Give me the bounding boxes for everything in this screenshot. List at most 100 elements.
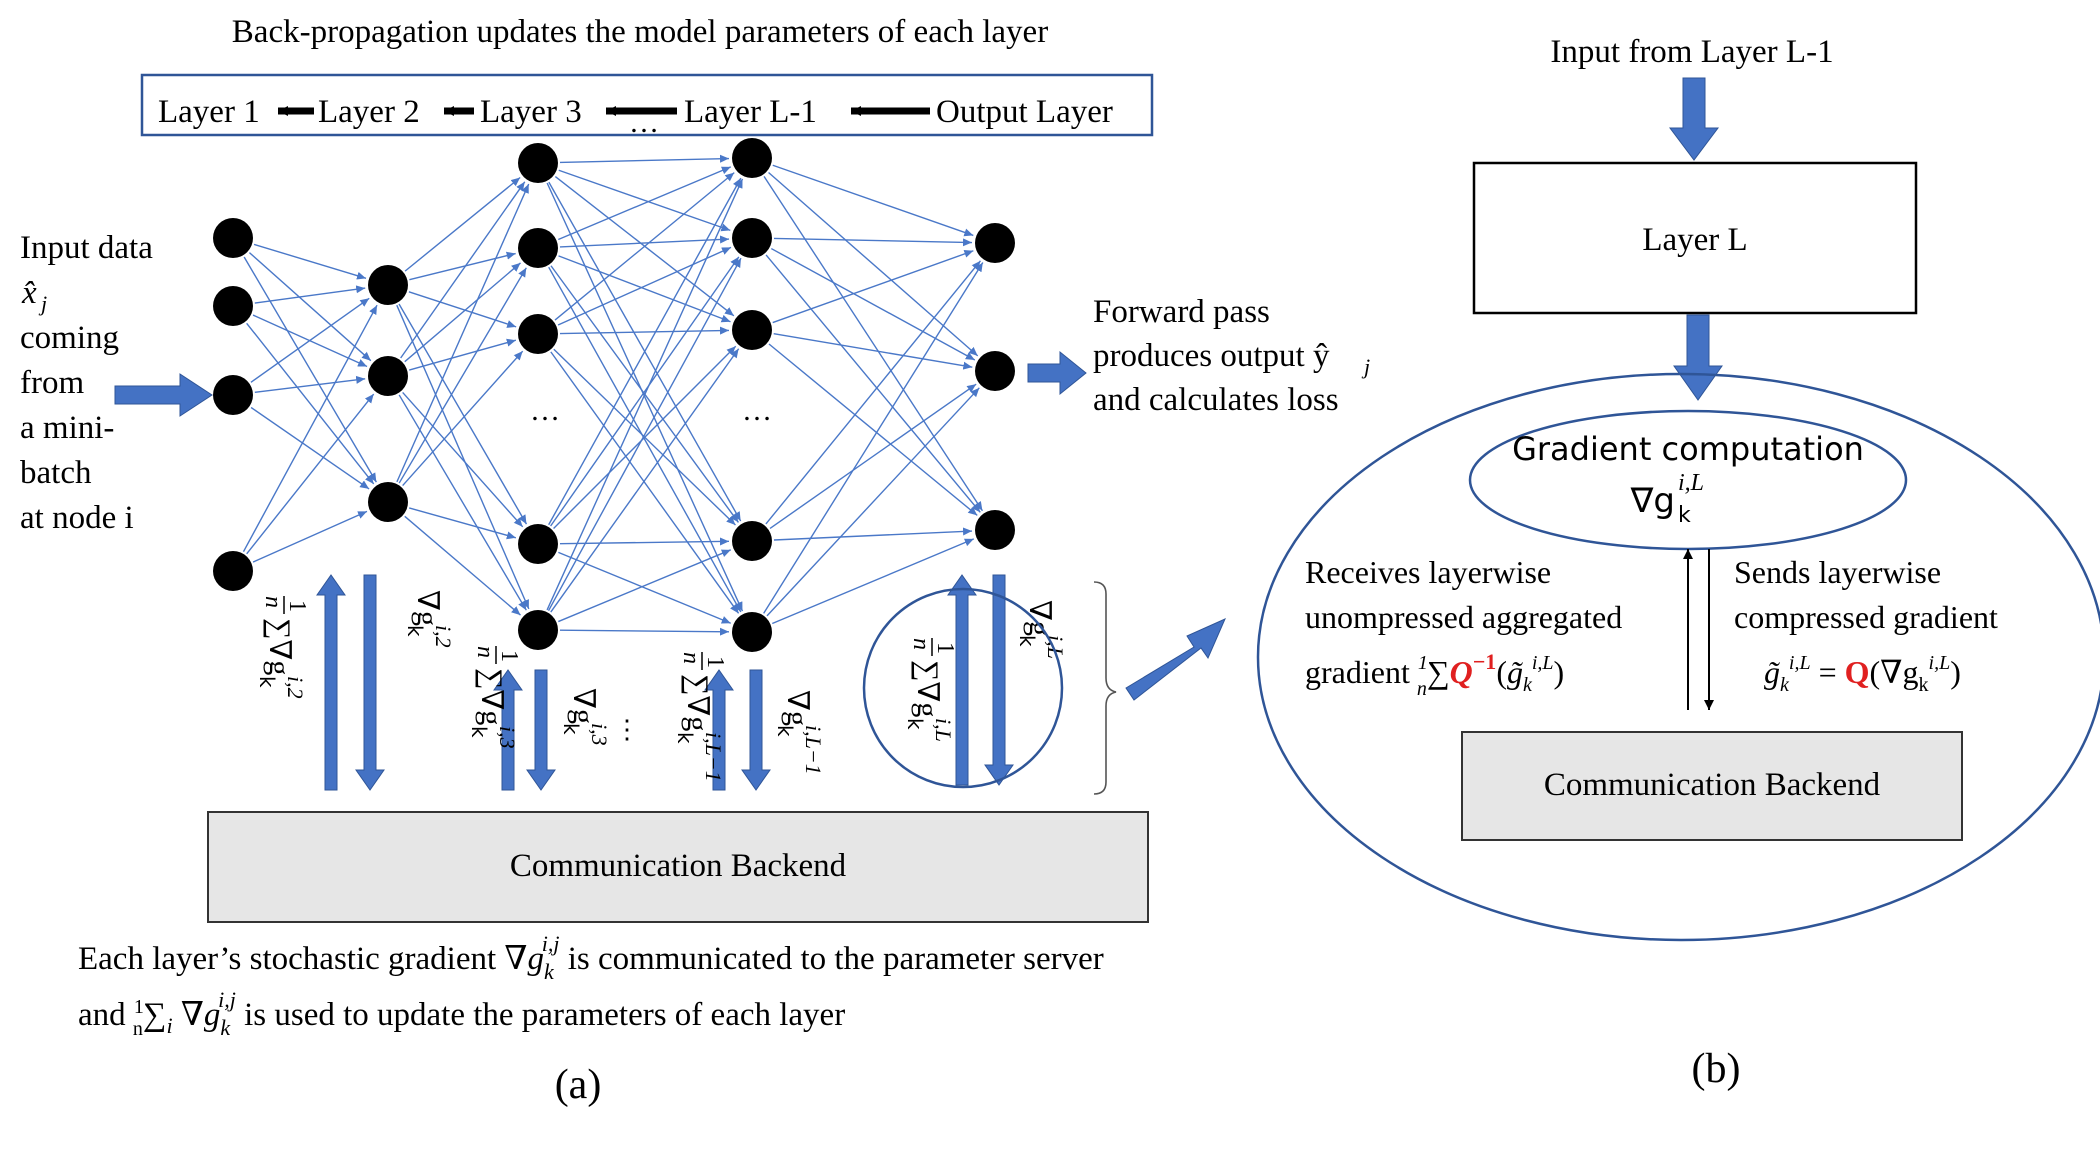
gradient-computation-title: Gradient computation: [1512, 430, 1864, 468]
svg-text:i,3: i,3: [495, 726, 520, 749]
grad-arrow-3: [526, 669, 556, 791]
input-description: Input data x̂ j coming from a mini- batc…: [20, 230, 153, 536]
layer-l-box: [1472, 161, 1918, 315]
panel-b: Input from Layer L-1 Layer L Gradient co…: [1256, 34, 2100, 1092]
network-edge: [548, 266, 742, 613]
svg-text:j: j: [1361, 354, 1370, 379]
network-edge: [773, 237, 973, 247]
svg-text:i,2: i,2: [431, 625, 456, 648]
svg-text:Input data: Input data: [20, 230, 153, 266]
network-edge: [400, 181, 526, 359]
network-edge: [763, 262, 984, 614]
layer-l-highlight-circle: [862, 587, 1064, 789]
network-edge: [398, 303, 528, 525]
neuron-node: [368, 265, 408, 305]
network-edge: [550, 256, 740, 527]
grad-label-3: ∇g k i,3: [559, 688, 612, 746]
neuron-node: [518, 610, 558, 650]
neuron-node: [975, 351, 1015, 391]
network-edge: [559, 627, 730, 636]
network-edge: [559, 235, 730, 248]
gradient-symbol: ∇g k i,L: [1630, 470, 1704, 528]
svg-text:batch: batch: [20, 455, 92, 491]
network-edge: [404, 176, 521, 272]
network-edge: [558, 166, 732, 241]
network-edge: [550, 351, 740, 614]
neuron-node: [732, 521, 772, 561]
network-nodes: [213, 138, 1015, 652]
network-edge: [558, 551, 731, 624]
network-edge: [396, 183, 530, 483]
avg-grad-arrow-l: [947, 574, 977, 786]
neuron-node: [518, 524, 558, 564]
svg-text:i,2: i,2: [283, 676, 308, 699]
svg-text:g̃ki,L = Q(∇gki,L): g̃ki,L = Q(∇gki,L): [1764, 652, 1961, 696]
svg-text:∇g: ∇g: [1023, 600, 1056, 636]
panel-a-label: (a): [555, 1062, 602, 1108]
communication-backend-a-label: Communication Backend: [510, 848, 847, 884]
zoom-arrow: [1125, 618, 1226, 701]
network-edge: [248, 252, 372, 362]
network-edge: [253, 243, 367, 280]
svg-text:1: 1: [702, 656, 728, 668]
svg-text:1: 1: [496, 650, 522, 662]
svg-text:Each layer’s stochastic gradie: Each layer’s stochastic gradient ∇gki,j …: [78, 931, 1104, 984]
avg-grad-label-l1: 1 n ∑∇g k i,L−1: [673, 652, 728, 782]
svg-text:∑∇g: ∑∇g: [263, 618, 296, 675]
avg-grad-arrow-3: [493, 669, 523, 791]
network-edge: [772, 250, 974, 324]
svg-text:k: k: [467, 726, 491, 738]
network-edge: [398, 267, 527, 484]
network-edge: [246, 393, 375, 555]
svg-text:produces output ŷ: produces output ŷ: [1093, 338, 1330, 374]
svg-text:from: from: [20, 365, 84, 401]
network-edge: [766, 387, 980, 617]
avg-grad-label-3: 1 n ∑∇g k i,3: [467, 646, 522, 749]
svg-text:k: k: [1015, 635, 1039, 647]
network-edge: [772, 538, 975, 625]
network-edge: [408, 338, 517, 371]
network-edge: [550, 348, 740, 613]
network-edge: [409, 251, 516, 281]
sends-description: Sends layerwise compressed gradient g̃ki…: [1734, 554, 1998, 696]
layer-1-label: Layer 1: [158, 94, 260, 130]
svg-text:∇g: ∇g: [567, 688, 600, 724]
avg-grad-arrow-2: [316, 574, 346, 791]
network-edge: [553, 345, 737, 529]
neuron-node: [518, 143, 558, 183]
network-edge: [773, 527, 973, 541]
network-edge: [398, 394, 527, 611]
neuron-node: [213, 218, 253, 258]
backprop-box: [140, 73, 1154, 137]
network-edge: [559, 154, 730, 164]
network-edge: [408, 507, 517, 540]
network-edge: [402, 391, 524, 528]
avg-grad-label-l: 1 n ∑∇g k i,L: [903, 638, 958, 742]
network-edge: [763, 176, 984, 512]
network-edge: [546, 178, 744, 611]
neuron-node: [368, 356, 408, 396]
grad-arrow-l: [984, 574, 1014, 786]
neuron-node: [518, 314, 558, 354]
svg-text:∇g: ∇g: [411, 590, 444, 626]
gradient-arrows: [316, 574, 1014, 791]
neuron-node: [213, 375, 253, 415]
svg-text:k: k: [1678, 503, 1691, 528]
network-edge: [250, 406, 370, 490]
svg-text:k: k: [773, 725, 797, 737]
gradient-labels: 1 n ∑∇g k i,2 ∇g k i,2 1 n ∑∇g k i,3: [255, 590, 1068, 782]
network-edge: [765, 260, 982, 525]
neuron-node: [732, 612, 772, 652]
network-edge: [554, 172, 735, 321]
network-edge: [254, 375, 366, 394]
svg-text:x̂: x̂: [21, 275, 37, 311]
grad-label-l1: ∇g k i,L−1: [773, 690, 826, 775]
network-edge: [252, 510, 368, 563]
svg-text:1: 1: [932, 642, 958, 654]
svg-text:and 1n∑i ∇gki,j is used to upd: and 1n∑i ∇gki,j is used to update the pa…: [78, 987, 845, 1040]
network-edge: [408, 291, 517, 328]
neuron-node: [213, 551, 253, 591]
communication-backend-a: [207, 811, 1149, 923]
network-edge: [402, 350, 524, 487]
